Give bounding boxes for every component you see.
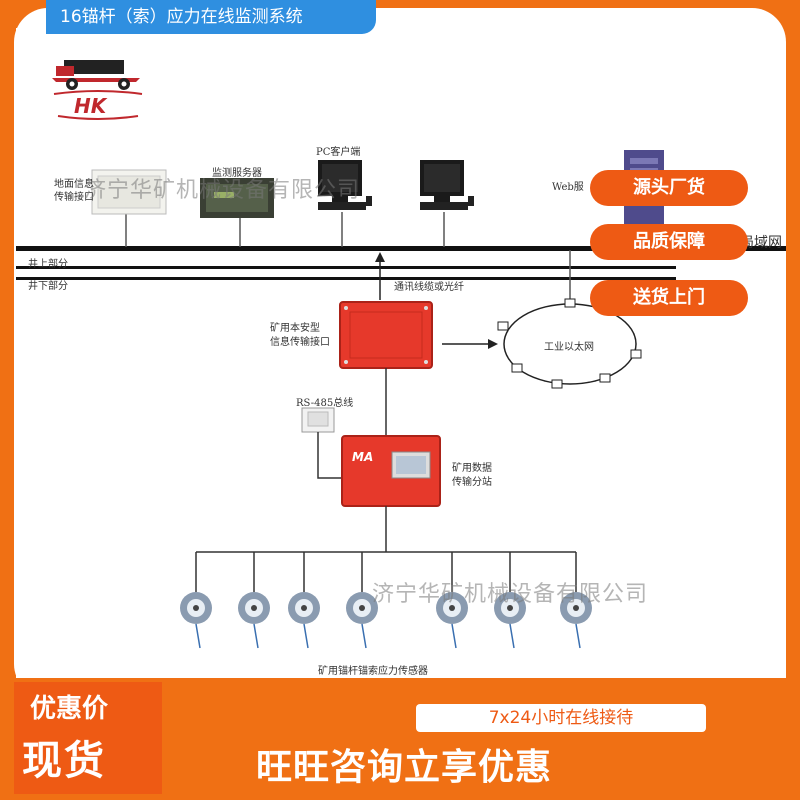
- watermark-bottom: 济宁华矿机械设备有限公司: [372, 582, 649, 607]
- label-pc-client: PC客户端: [316, 147, 361, 158]
- label-ground-interface: 地面信息 传输接口: [54, 179, 94, 203]
- badge-quality: 品质保障: [590, 224, 748, 260]
- label-sensors: 矿用锚杆锚索应力传感器: [318, 666, 428, 677]
- label-above-ground: 井上部分: [28, 259, 68, 270]
- frame-left: [0, 0, 16, 800]
- label-web-server: Web服: [552, 182, 584, 193]
- arrow-right-icon: [488, 339, 498, 349]
- logo-text: HK: [74, 94, 107, 118]
- badge-delivery: 送货上门: [590, 280, 748, 316]
- label-mine-interface: 矿用本安型 信息传输接口: [270, 323, 330, 348]
- label-ethernet: 工业以太网: [544, 342, 594, 353]
- promo-in-stock: 现货: [22, 738, 106, 784]
- truck-logo-icon: [52, 60, 143, 120]
- label-below-ground: 井下部分: [28, 281, 68, 292]
- pc-client-2: [420, 160, 474, 210]
- lan-bus-line: [16, 246, 786, 251]
- label-monitor-server: 监测服务器: [212, 168, 262, 179]
- pc-client-1: [318, 160, 372, 210]
- page-title: 16锚杆（索）应力在线监测系统: [46, 0, 376, 34]
- company-logo: HK: [50, 52, 146, 122]
- promo-discount: 优惠价: [30, 694, 109, 724]
- badge-factory-direct: 源头厂货: [590, 170, 748, 206]
- sensor-group: [180, 592, 592, 649]
- mine-interface-device: [339, 301, 433, 369]
- frame-right: [786, 0, 800, 800]
- price-panel: [14, 682, 162, 794]
- ground-interface-device: [91, 169, 167, 215]
- promo-consult[interactable]: 旺旺咨询立享优惠: [256, 747, 553, 788]
- online-support-pill: 7x24小时在线接待: [416, 704, 706, 732]
- rs485-box: [301, 407, 335, 433]
- ground-divider-line-2: [16, 277, 676, 280]
- monitor-server-device: [200, 178, 274, 218]
- label-lan: 局域网: [740, 235, 782, 251]
- ground-divider-line: [16, 266, 676, 269]
- label-comm-cable: 通讯线缆或光纤: [394, 282, 464, 293]
- label-substation: 矿用数据 传输分站: [452, 463, 492, 488]
- ma-mark: MA: [352, 450, 374, 464]
- substation-device: [341, 435, 441, 507]
- label-rs485: RS-485总线: [296, 398, 354, 409]
- arrow-up-icon: [375, 252, 385, 262]
- watermark-top: 济宁华矿机械设备有限公司: [84, 178, 361, 203]
